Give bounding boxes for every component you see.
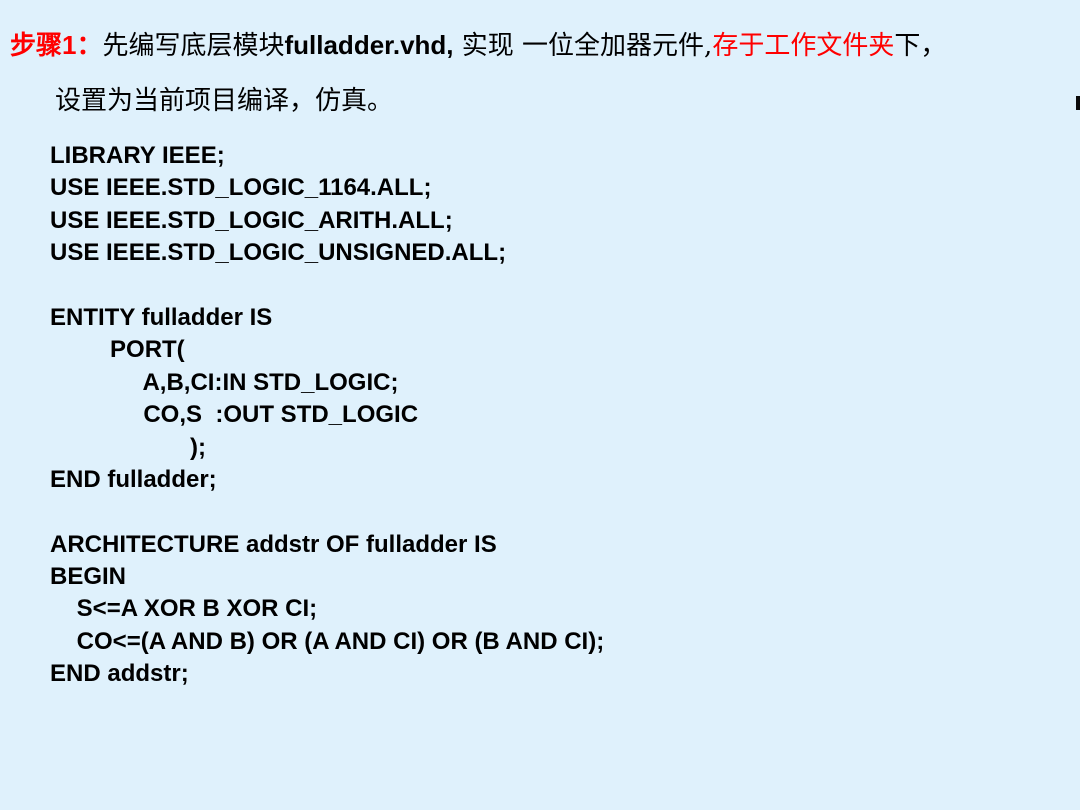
heading-text-1: 先编写底层模块 [102,31,285,61]
edge-mark [1076,96,1080,110]
code-line: USE IEEE.STD_LOGIC_1164.ALL; [50,174,432,202]
vhdl-code-block: LIBRARY IEEE; USE IEEE.STD_LOGIC_1164.ALL… [50,140,604,691]
code-line: ); [50,433,207,461]
code-line: PORT( [50,336,185,364]
code-line: USE IEEE.STD_LOGIC_ARITH.ALL; [50,206,453,234]
step-label: 步骤1： [10,30,103,60]
code-line: END fulladder; [50,465,217,493]
code-line: USE IEEE.STD_LOGIC_UNSIGNED.ALL; [50,239,507,267]
code-line: A,B,CI:IN STD_LOGIC; [50,368,399,396]
code-line: BEGIN [50,563,127,591]
heading-text-2: 实现 一位全加器元件, [453,31,713,61]
heading-text-3: 下， [894,31,947,61]
code-line [50,496,604,528]
code-line: END addstr; [50,660,189,688]
step-heading: 步骤1：先编写底层模块fulladder.vhd, 实现 一位全加器元件,存于工… [10,28,1076,63]
heading-filename: fulladder.vhd, [284,30,454,60]
step-subline: 设置为当前项目编译，仿真。 [55,86,394,116]
code-line: LIBRARY IEEE; [50,142,225,169]
code-line [50,270,604,302]
code-line: CO<=(A AND B) OR (A AND CI) OR (B AND CI… [50,627,605,655]
heading-red-text: 存于工作文件夹 [712,31,895,61]
code-line: ENTITY fulladder IS [50,303,273,331]
code-line: ARCHITECTURE addstr OF fulladder IS [50,530,497,558]
code-line: S<=A XOR B XOR CI; [50,595,318,623]
code-line: CO,S :OUT STD_LOGIC [50,401,419,429]
